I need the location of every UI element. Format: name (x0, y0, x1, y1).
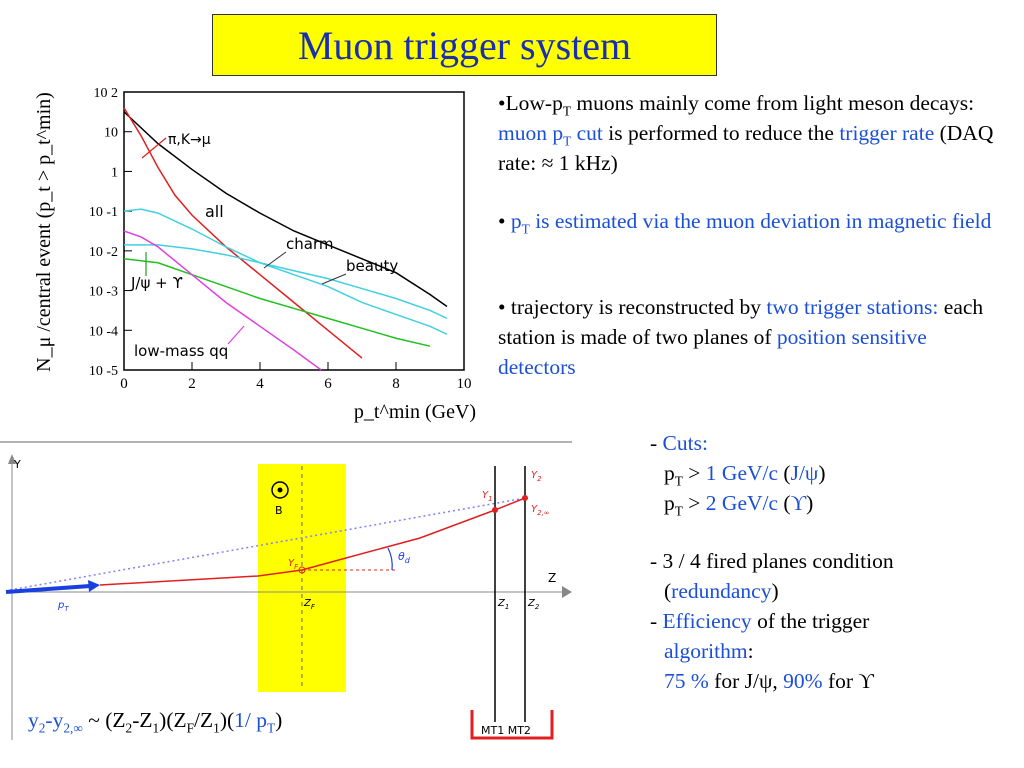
y2-point (522, 495, 528, 501)
field-label: B (275, 504, 283, 517)
x-tick-label: 4 (256, 376, 264, 392)
bullet-pt-estimate: • pT is estimated via the muon deviation… (498, 209, 992, 237)
z2-label: Z2 (527, 598, 540, 611)
series-line (123, 208, 448, 335)
x-tick-label: 0 (120, 376, 128, 392)
series-line (123, 111, 448, 308)
y-tick-label: 10 -4 (89, 324, 118, 339)
y2inf-label: Y2,∞ (531, 504, 550, 517)
z1-label: Z1 (497, 598, 509, 611)
y1-label: Y1 (482, 490, 493, 503)
pointer-lowmass (227, 325, 245, 345)
page-title: Muon trigger system (212, 14, 717, 76)
series-line (124, 244, 448, 320)
theta-label: θd (398, 550, 411, 565)
label-jpsi: J/ψ + ϒ (130, 274, 183, 292)
pointer-charm (263, 251, 287, 269)
x-tick-label: 8 (392, 376, 400, 392)
mt-label: MT1 MT2 (481, 724, 531, 737)
label-lowmass: low-mass qq (134, 342, 228, 360)
pointer-pik (141, 137, 167, 159)
y-tick-label: 10 -5 (89, 364, 118, 379)
y-tick-label: 1 (111, 165, 118, 180)
label-charm: charm (286, 235, 333, 253)
field-dot (277, 487, 283, 493)
y-tick-label: 10 2 (94, 86, 119, 101)
z-axis-name: Z (548, 571, 556, 585)
y1-point (492, 507, 498, 513)
trigger-geometry-diagram: Y B Z pT θd YF ZF Y1 Y2 Y2,∞ Z1 Z2 MT1 M… (0, 441, 572, 740)
bullet-low-pt: •Low-pT muons mainly come from light mes… (498, 91, 994, 175)
series-line (123, 258, 431, 347)
deviation-formula: y2-y2,∞ ~ (Z2-Z1)(ZF/Z1)(1/ pT) (28, 708, 283, 736)
y-tick-label: 10 (104, 126, 118, 141)
y2-label: Y2 (531, 470, 542, 483)
conditions-block: - 3 / 4 fired planes condition (redundan… (650, 549, 894, 693)
y-axis-ticks: 10 2 10 1 10 -1 10 -2 10 -3 10 -4 10 -5 (89, 86, 132, 379)
title-text: Muon trigger system (297, 22, 632, 68)
pt-spectrum-chart: 10 2 10 1 10 -1 10 -2 10 -3 10 -4 10 -5 0 2 4 6 8 10… (33, 86, 476, 423)
x-tick-label: 2 (188, 376, 196, 392)
z-axis-arrow (562, 586, 572, 598)
y-tick-label: 10 -3 (89, 285, 118, 300)
bullet-trajectory: • trajectory is reconstructed by two tri… (498, 295, 984, 379)
yf-label: YF (288, 558, 299, 571)
x-tick-label: 10 (457, 376, 472, 392)
y-axis-arrow (8, 454, 16, 464)
y-axis-label: N_μ /central event (p_t > p_t^min) (33, 92, 55, 372)
x-axis-label: p_t^min (GeV) (354, 401, 476, 423)
series-line (123, 230, 322, 371)
y-tick-label: 10 -2 (89, 245, 118, 260)
zf-label: ZF (303, 598, 316, 611)
label-beauty: beauty (346, 257, 398, 275)
incoming-muon (5, 584, 91, 594)
y-tick-label: 10 -1 (89, 205, 118, 220)
incoming-arrowhead (88, 580, 100, 592)
pt-label: pT (57, 600, 69, 613)
pointer-beauty (321, 273, 347, 285)
field-symbol-icon (271, 481, 289, 499)
label-pik: π,K→μ (168, 132, 211, 148)
cuts-block: - Cuts: pT > 1 GeV/c (J/ψ) pT > 2 GeV/c … (650, 431, 826, 519)
label-all: all (205, 202, 224, 221)
yf-point (298, 566, 306, 574)
mt-bracket (470, 710, 554, 740)
x-axis-ticks: 0 2 4 6 8 10 (120, 362, 472, 392)
y-axis-name: Y (13, 458, 21, 471)
x-tick-label: 6 (324, 376, 332, 392)
deviation-arc (387, 547, 393, 571)
straight-extrapolation (9, 497, 526, 591)
